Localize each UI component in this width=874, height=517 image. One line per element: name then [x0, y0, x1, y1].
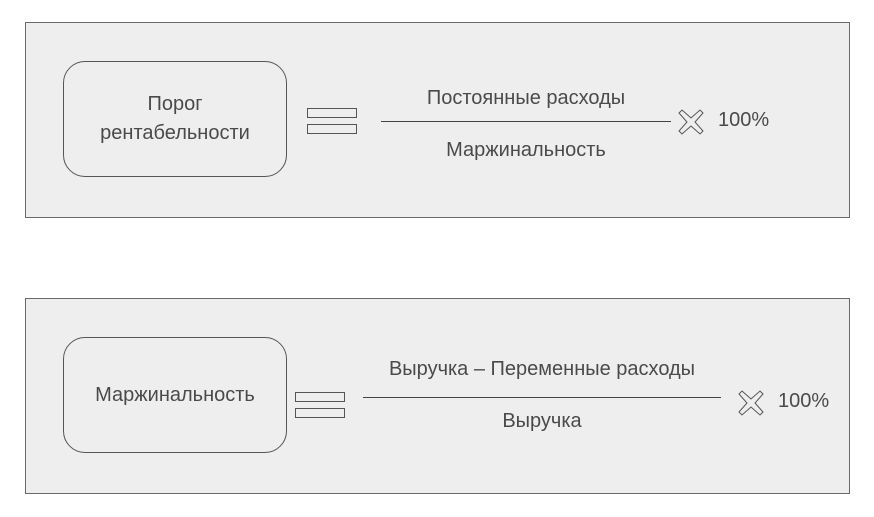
equals-icon — [295, 392, 345, 424]
term-box: Порог рентабельности — [63, 61, 287, 177]
denominator: Маржинальность — [446, 139, 606, 161]
fraction-line — [363, 397, 721, 398]
numerator: Выручка – Переменные расходы — [388, 358, 696, 380]
multiply-icon — [738, 390, 764, 416]
denominator: Выручка — [502, 410, 582, 432]
percent-label: 100% — [718, 109, 770, 131]
term-label: Порог рентабельности — [100, 93, 250, 144]
term-label: Маржинальность — [95, 383, 255, 406]
equals-icon — [307, 108, 357, 140]
percent-label: 100% — [778, 390, 830, 412]
formula-panel-margin: Маржинальность Выручка – Переменные расх… — [25, 298, 850, 494]
numerator: Постоянные расходы — [426, 87, 626, 109]
formula-panel-breakeven: Порог рентабельности Постоянные расходы … — [25, 22, 850, 218]
fraction-line — [381, 121, 671, 122]
term-box: Маржинальность — [63, 337, 287, 453]
multiply-icon — [678, 109, 704, 135]
